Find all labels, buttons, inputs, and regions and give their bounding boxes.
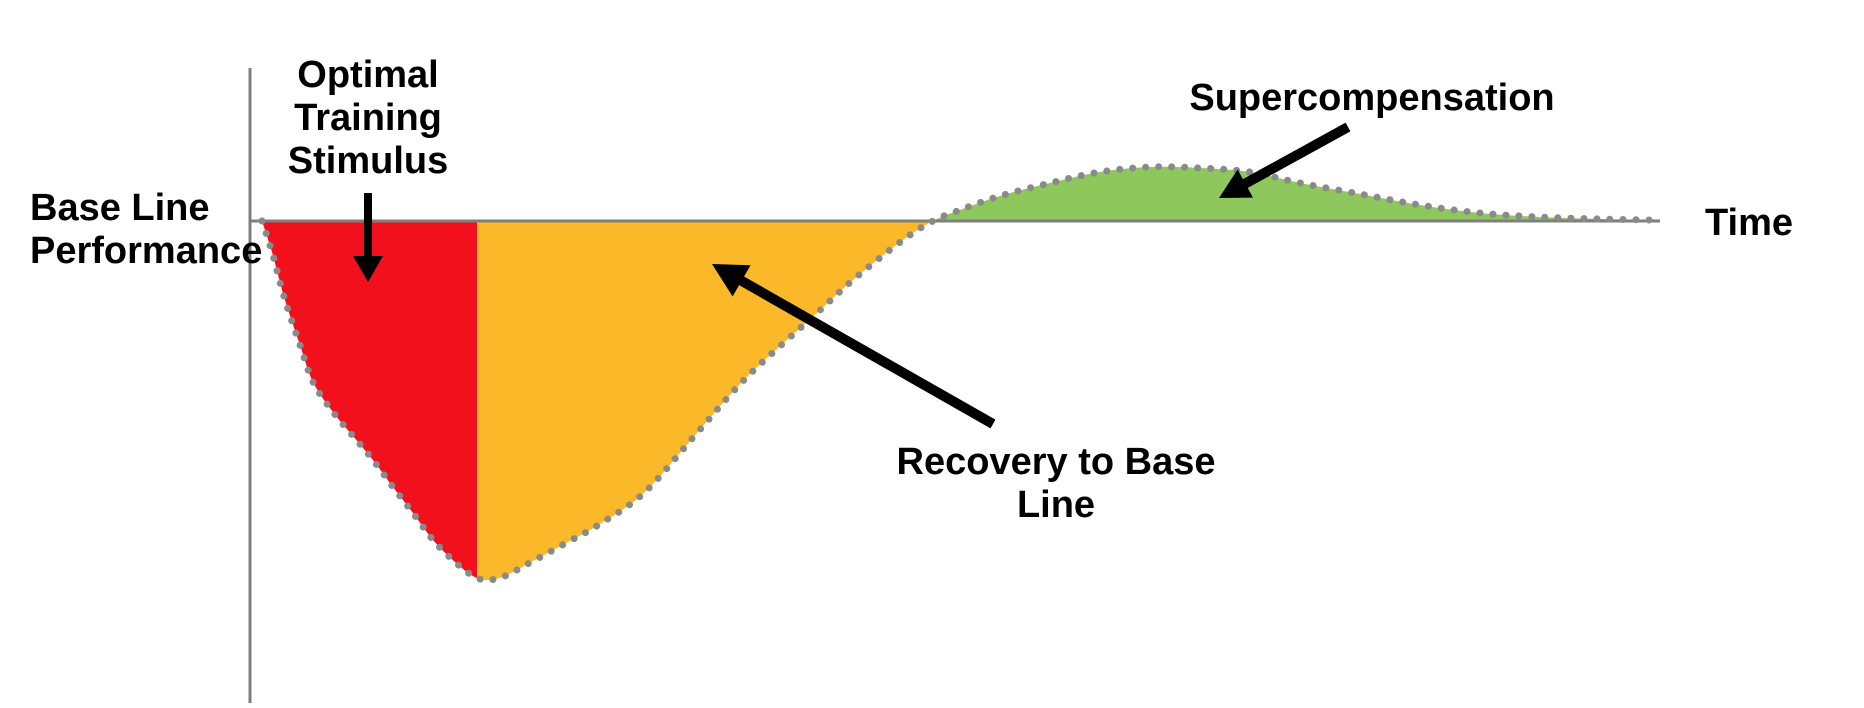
stimulus-label: Optimal Training Stimulus bbox=[287, 54, 449, 182]
x-axis-label: Time bbox=[1705, 202, 1794, 244]
recovery-label: Recovery to Base Line bbox=[896, 441, 1216, 526]
stimulus-arrow-head bbox=[353, 256, 383, 282]
recovery-arrow-shaft bbox=[737, 275, 996, 429]
stimulus-region bbox=[262, 221, 477, 579]
performance-curve bbox=[258, 163, 1654, 584]
supercompensation-label: Supercompensation bbox=[1189, 77, 1555, 119]
supercompensation-arrow-head bbox=[1219, 169, 1253, 198]
y-axis-label: Base Line Performance bbox=[30, 187, 263, 272]
supercompensation-region bbox=[933, 166, 1650, 221]
recovery-arrow-head bbox=[712, 264, 751, 297]
supercompensation-arrow-shaft bbox=[1241, 122, 1351, 189]
